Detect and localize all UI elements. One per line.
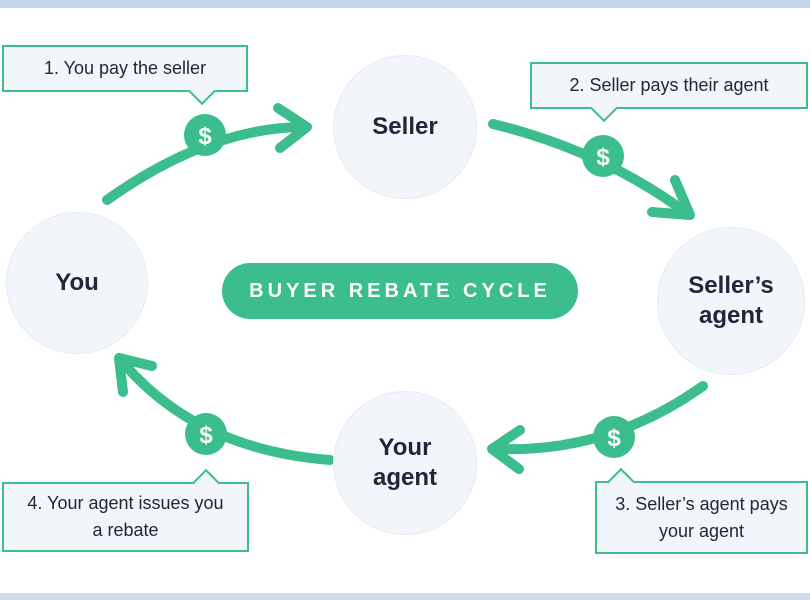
callout-step-2-label: 2. Seller pays their agent [569, 75, 769, 95]
dollar-glyph: $ [199, 422, 213, 449]
arrowhead-step-1 [273, 103, 312, 153]
callout-step-4-label: 4. Your agent issues you a rebate [27, 493, 224, 540]
top-page-edge-bar [0, 0, 810, 8]
node-sellers-agent-label: Seller’s agent [688, 272, 774, 329]
dollar-icon: $ [582, 135, 624, 177]
title-pill-label: BUYER REBATE CYCLE [249, 279, 551, 302]
dollar-glyph: $ [198, 123, 212, 150]
callout-step-3: 3. Seller’s agent pays your agent [595, 467, 808, 554]
arrowhead-step-4 [114, 353, 157, 397]
node-sellers-agent: Seller’s agent [657, 227, 805, 375]
title-pill: BUYER REBATE CYCLE [222, 263, 578, 319]
dollar-icon: $ [184, 114, 226, 156]
dollar-icon: $ [593, 416, 635, 458]
node-your-agent: Your agent [333, 391, 477, 535]
callout-step-1-label: 1. You pay the seller [43, 58, 207, 78]
dollar-glyph: $ [596, 144, 610, 171]
node-seller: Seller [333, 55, 477, 199]
bottom-page-edge-bar [0, 593, 810, 600]
callout-step-3-label: 3. Seller’s agent pays your agent [615, 493, 788, 541]
callout-step-2: 2. Seller pays their agent [530, 62, 808, 123]
arrow-step-4 [121, 361, 335, 465]
node-seller-label: Seller [372, 113, 438, 140]
arrowhead-step-3 [487, 425, 525, 474]
arrowhead-step-2 [647, 175, 695, 220]
node-your-agent-label: Your agent [372, 434, 437, 491]
callout-step-1: 1. You pay the seller [2, 45, 248, 106]
node-you: You [6, 212, 148, 354]
dollar-glyph: $ [607, 425, 621, 452]
node-you-label: You [55, 269, 99, 296]
callout-step-4: 4. Your agent issues you a rebate [2, 468, 249, 552]
dollar-icon: $ [185, 413, 227, 455]
